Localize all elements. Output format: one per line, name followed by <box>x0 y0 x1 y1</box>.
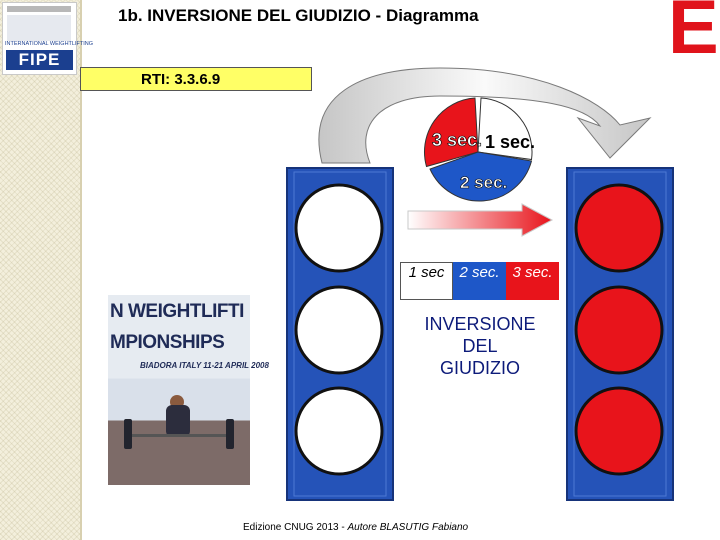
footer-author: Autore BLASUTIG Fabiano <box>347 522 469 533</box>
caption-line-1: INVERSIONE <box>424 314 536 334</box>
barbell <box>128 434 230 437</box>
pie-slice-blue <box>429 151 533 202</box>
pie-slice-white <box>477 97 533 161</box>
plate-right <box>226 419 234 449</box>
federation-logo: INTERNATIONAL WEIGHTLIFTING FIPE <box>2 2 94 75</box>
timeline-label-2: 2 sec. <box>459 264 500 281</box>
left-strip <box>0 0 82 540</box>
inversione-caption: INVERSIONE DEL GIUDIZIO <box>400 313 560 379</box>
logo-small-text: INTERNATIONAL WEIGHTLIFTING <box>5 41 94 47</box>
right-light-middle <box>574 285 664 375</box>
timeline-box-1: 1 sec <box>400 262 453 300</box>
pie-label-blue: 2 sec. <box>460 173 507 192</box>
caption-line-2: DEL <box>462 336 498 356</box>
footer-credit: Edizione CNUG 2013 - Autore BLASUTIG Fab… <box>243 522 468 533</box>
photo-banner-line-1: N WEIGHTLIFTI <box>110 301 244 322</box>
timeline-box-2: 2 sec. <box>453 262 506 300</box>
timeline-box-3: 3 sec. <box>506 262 559 300</box>
photo-banner-line-2: MPIONSHIPS <box>110 332 225 353</box>
pie-label-red: 3 sec. <box>432 130 482 150</box>
rti-label: RTI: 3.3.6.9 <box>80 67 312 91</box>
right-light-top <box>574 183 664 273</box>
photo-banner-sub: BIADORA ITALY 11-21 APRIL 2008 <box>140 361 269 370</box>
left-light-bottom <box>294 386 384 476</box>
corner-letter: E <box>668 0 719 70</box>
plate-left <box>124 419 132 449</box>
weightlifter-photo: N WEIGHTLIFTI MPIONSHIPS BIADORA ITALY 1… <box>108 295 269 485</box>
logo-top-bar <box>7 6 71 12</box>
right-arrow <box>407 203 554 237</box>
right-light-inner-border <box>573 171 667 497</box>
curved-arrow <box>318 67 652 164</box>
left-light-middle <box>294 285 384 375</box>
right-light-bottom <box>574 386 664 476</box>
footer-prefix: Edizione CNUG 2013 - <box>243 522 348 533</box>
page-title: 1b. INVERSIONE DEL GIUDIZIO - Diagramma <box>118 6 479 25</box>
timeline-label-3: 3 sec. <box>512 264 553 281</box>
lifter-body <box>166 405 190 437</box>
logo-emblem <box>7 15 71 41</box>
left-light-inner-border <box>293 171 387 497</box>
left-light-top <box>294 183 384 273</box>
pie-label-white: 1 sec. <box>485 132 535 152</box>
timeline-label-1: 1 sec <box>408 264 445 281</box>
pie-slice-red <box>424 97 479 168</box>
caption-line-3: GIUDIZIO <box>440 358 520 378</box>
logo-word: FIPE <box>6 50 73 70</box>
